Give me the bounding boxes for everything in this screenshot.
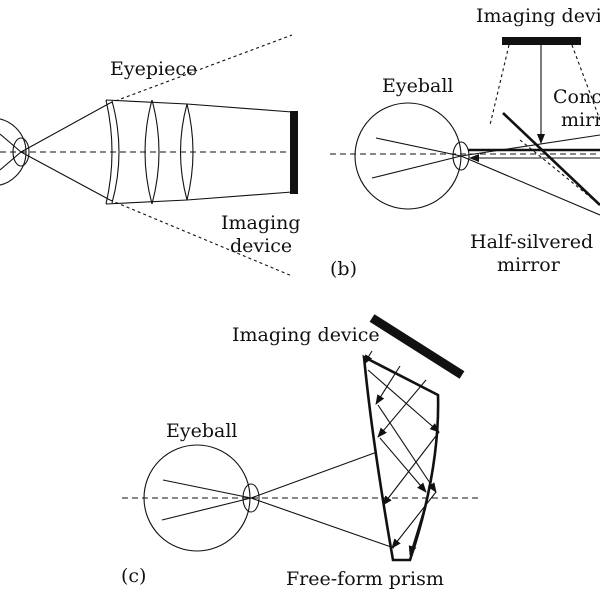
free-form-prism-label: Free-form prism	[286, 568, 444, 590]
imaging-device-label-b: Imaging device	[476, 5, 600, 27]
ray-b	[375, 137, 462, 157]
imaging-device-label-a2: device	[230, 235, 292, 257]
ray-b	[460, 134, 600, 157]
ray-a	[0, 133, 22, 153]
dotted-ray-b	[571, 44, 600, 121]
dotted-ray-b	[519, 139, 600, 206]
panel-b: (b) Imaging device Eyeball Conca mirro H…	[330, 5, 600, 280]
half-silvered-label-2: mirror	[497, 254, 561, 276]
ray-a	[0, 151, 22, 171]
concave-mirror-label-2: mirro	[561, 109, 600, 131]
dotted-ray-b	[489, 44, 510, 126]
half-silvered-label-1: Half-silvered	[470, 231, 593, 253]
ray-a	[20, 151, 111, 201]
imaging-device-b	[502, 37, 581, 45]
ray-c	[162, 479, 252, 499]
free-form-prism	[362, 354, 440, 562]
ray-c	[250, 451, 378, 499]
eyepiece-label: Eyepiece	[110, 58, 197, 80]
panel-c-tag: (c)	[121, 565, 146, 587]
fov-line-top	[109, 34, 293, 104]
imaging-device-a	[290, 111, 298, 194]
half-silvered-mirror	[502, 112, 600, 206]
fov-line-bottom	[109, 199, 293, 277]
ray-b	[460, 155, 600, 216]
concave-mirror-label-1: Conca	[553, 86, 600, 108]
imaging-device-label-a1: Imaging	[221, 212, 301, 234]
ray-b	[371, 155, 462, 179]
ray-a	[20, 102, 111, 153]
eyeball-b	[354, 102, 462, 210]
eyepiece-lens-group	[105, 99, 194, 205]
imaging-device-c	[369, 314, 465, 379]
panel-a: Eyepiece Imaging device	[0, 34, 301, 277]
eyeball-label-c: Eyeball	[166, 420, 238, 442]
imaging-device-label-c: Imaging device	[232, 324, 380, 346]
ray-c	[161, 497, 252, 521]
panel-c: (c) Imaging device Eyeball Free	[121, 314, 480, 590]
barrel-top	[186, 103, 293, 113]
ray-c	[250, 497, 395, 549]
prism-rays	[363, 350, 440, 556]
panel-b-tag: (b)	[330, 258, 357, 280]
eyeball-label-b: Eyeball	[382, 75, 454, 97]
barrel-bottom	[186, 191, 293, 201]
